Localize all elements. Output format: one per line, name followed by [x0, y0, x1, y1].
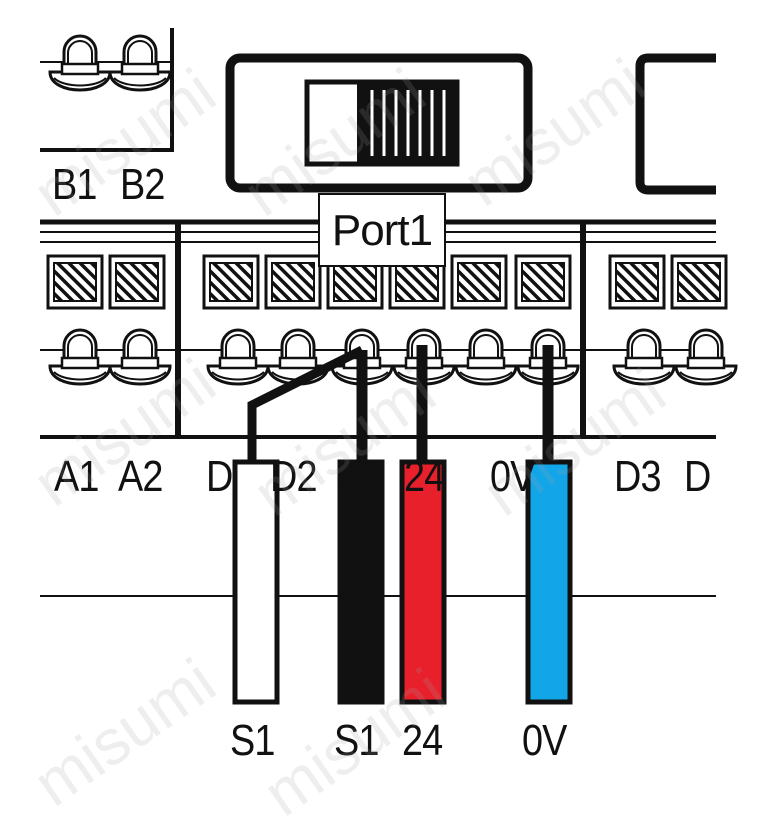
- wire-label-1: S1: [334, 716, 379, 765]
- port-switch: [225, 53, 533, 193]
- terminal-block-drawing: [40, 28, 738, 705]
- label-24-terminal: 24: [404, 452, 445, 501]
- wire-label-2: 24: [402, 716, 443, 765]
- label-d2: D2: [270, 452, 318, 501]
- label-d4: D: [684, 452, 711, 501]
- wire-0: [232, 459, 280, 705]
- right-switch-housing: [635, 53, 716, 195]
- wire-label-3: 0V: [522, 716, 567, 765]
- wire-label-0: S1: [230, 716, 275, 765]
- wire-2: [399, 459, 447, 705]
- label-b1: B1: [52, 160, 97, 209]
- label-a1: A1: [54, 452, 99, 501]
- wire-layer: [232, 459, 573, 705]
- label-d3: D3: [614, 452, 662, 501]
- wire-3: [525, 459, 573, 705]
- label-a2: A2: [118, 452, 163, 501]
- label-d1: D: [206, 452, 233, 501]
- label-b2: B2: [120, 160, 165, 209]
- wire-1: [337, 459, 385, 705]
- port-label: Port1: [318, 193, 446, 267]
- label-s1-terminal: S1: [338, 452, 383, 501]
- main-terminal-block: [40, 219, 738, 439]
- jumper-wire: [247, 345, 365, 470]
- b-terminal-block: [40, 28, 174, 152]
- label-0v-terminal: 0V: [490, 452, 535, 501]
